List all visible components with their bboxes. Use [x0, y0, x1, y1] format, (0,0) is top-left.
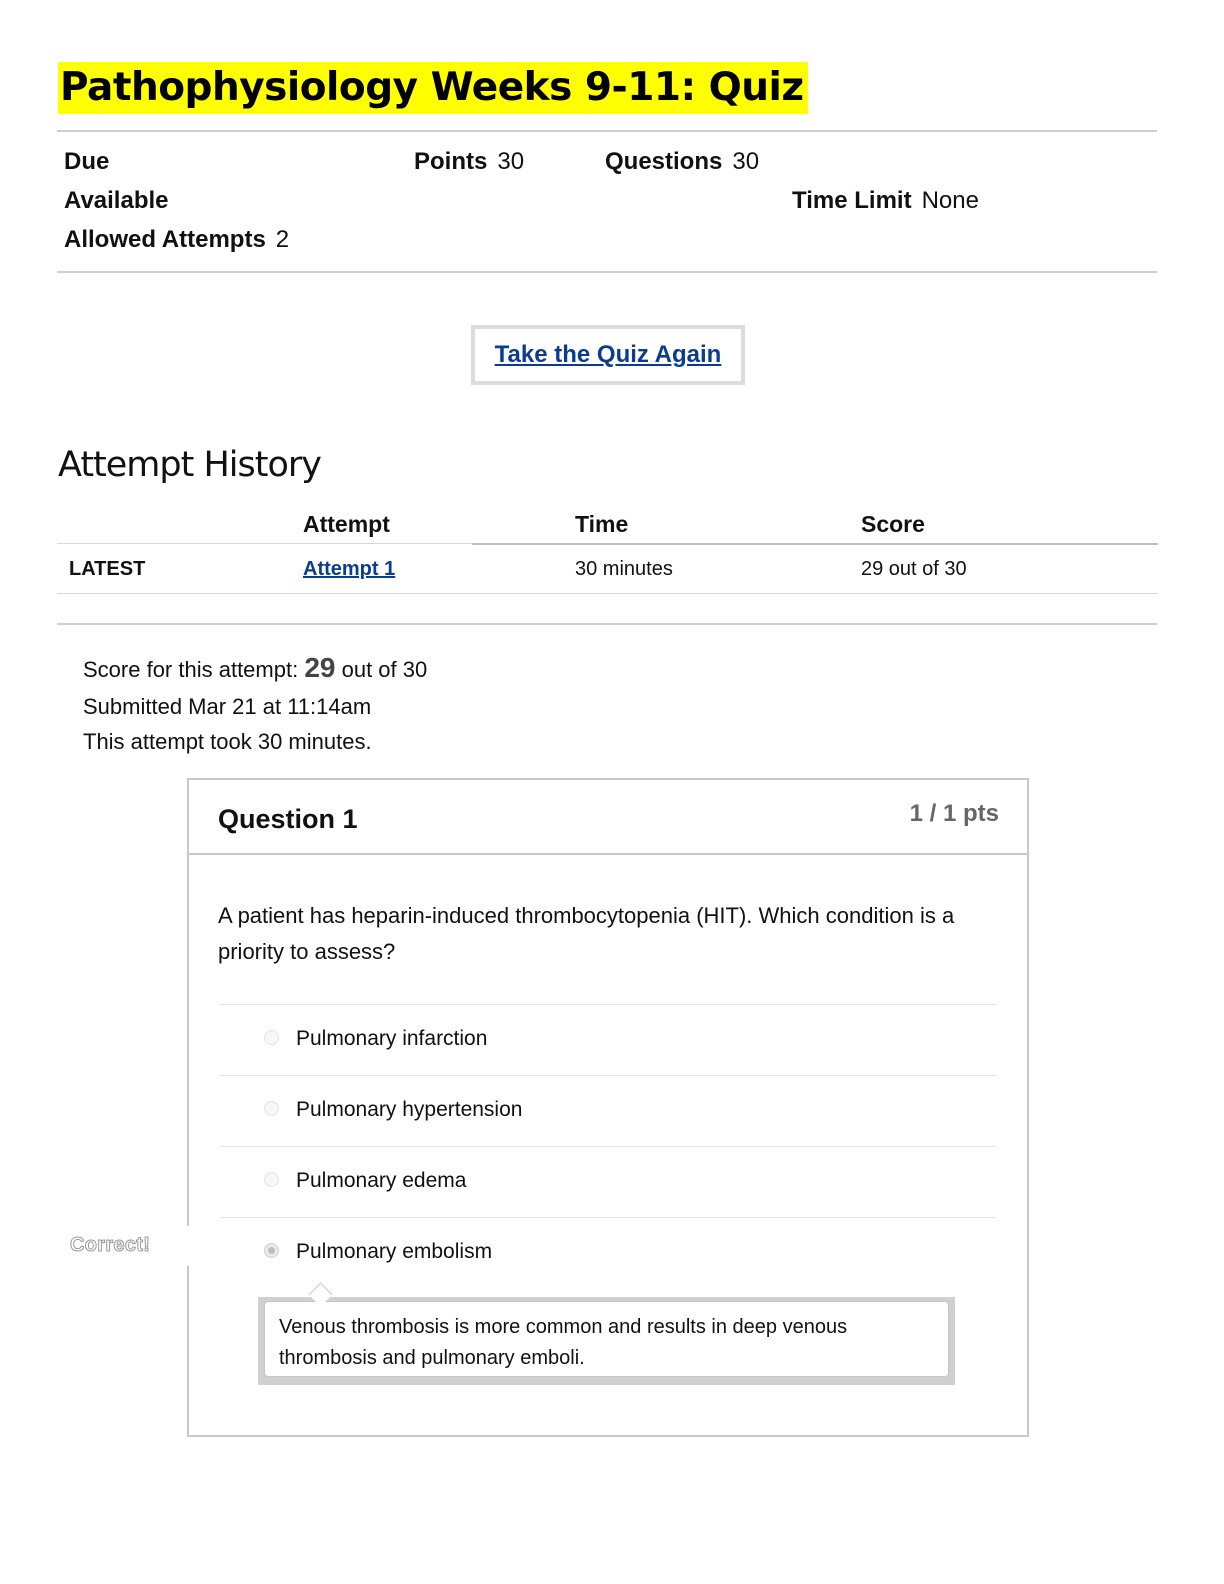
question-points: 1 / 1 pts	[909, 800, 999, 827]
duration-text: This attempt took 30 minutes.	[83, 729, 372, 754]
table-header-rule	[57, 543, 472, 544]
answer-label: Pulmonary embolism	[296, 1240, 493, 1263]
question-text: A patient has heparin-induced thrombocyt…	[218, 903, 955, 964]
time-limit-label: Time Limit	[792, 187, 912, 214]
answer-divider	[219, 1075, 997, 1076]
answer-divider	[219, 1146, 997, 1147]
divider	[57, 623, 1157, 625]
time-limit-field: Time Limit None	[792, 186, 979, 216]
table-row-rule	[57, 593, 1158, 594]
table-header-rule	[472, 543, 1158, 545]
due-label: Due	[64, 148, 110, 175]
answer-comment-box: Venous thrombosis is more common and res…	[264, 1301, 949, 1377]
answer-comment-text: Venous thrombosis is more common and res…	[279, 1316, 848, 1369]
points-value: 30	[497, 148, 525, 175]
correct-indicator: Correct!	[69, 1234, 151, 1257]
allowed-attempts-label: Allowed Attempts	[64, 226, 266, 253]
divider	[57, 271, 1157, 273]
radio-button[interactable]	[264, 1101, 279, 1116]
answer-label: Pulmonary hypertension	[296, 1098, 523, 1121]
available-label: Available	[64, 187, 169, 214]
question-header: Question 1 1 / 1 pts	[189, 780, 1027, 855]
answer-comment: Venous thrombosis is more common and res…	[258, 1297, 955, 1385]
submitted-text: Submitted Mar 21 at 11:14am	[83, 694, 372, 719]
score-value: 29	[304, 652, 336, 683]
radio-button[interactable]	[264, 1030, 279, 1045]
questions-value: 30	[732, 148, 760, 175]
answer-option-selected[interactable]: Pulmonary embolism	[219, 1217, 997, 1287]
attempt-history-title: Attempt History	[58, 445, 322, 485]
answer-option[interactable]: Pulmonary edema	[219, 1146, 997, 1216]
due-field: Due	[64, 147, 119, 177]
time-limit-value: None	[921, 187, 979, 214]
allowed-attempts-field: Allowed Attempts 2	[64, 225, 289, 255]
score-summary: Score for this attempt: 29 out of 30	[83, 654, 427, 684]
radio-button[interactable]	[264, 1172, 279, 1187]
questions-field: Questions 30	[605, 147, 759, 177]
column-header-attempt: Attempt	[303, 511, 390, 537]
questions-label: Questions	[605, 148, 723, 175]
answer-option[interactable]: Pulmonary infarction	[219, 1004, 997, 1074]
allowed-attempts-value: 2	[275, 226, 290, 253]
column-header-time: Time	[575, 511, 629, 537]
points-label: Points	[414, 148, 488, 175]
radio-button-selected[interactable]	[264, 1243, 279, 1258]
score-prefix: Score for this attempt:	[83, 657, 299, 682]
take-quiz-again-label: Take the Quiz Again	[494, 341, 722, 368]
answer-option[interactable]: Pulmonary hypertension	[219, 1075, 997, 1145]
available-field: Available	[64, 186, 179, 216]
take-quiz-again-button[interactable]: Take the Quiz Again	[471, 325, 745, 385]
page-title: Pathophysiology Weeks 9-11: Quiz	[58, 62, 808, 114]
answer-divider	[219, 1217, 997, 1218]
attempt-1-link[interactable]: Attempt 1	[303, 558, 396, 580]
points-field: Points 30	[414, 147, 524, 177]
question-title: Question 1	[218, 804, 358, 834]
divider	[57, 130, 1157, 132]
answer-label: Pulmonary infarction	[296, 1027, 488, 1050]
answer-divider	[219, 1004, 997, 1005]
attempt-score: 29 out of 30	[861, 558, 967, 580]
score-suffix: out of 30	[341, 657, 428, 682]
answer-label: Pulmonary edema	[296, 1169, 467, 1192]
column-header-score: Score	[861, 511, 925, 537]
attempt-time: 30 minutes	[575, 558, 673, 580]
correct-marker-gap	[186, 1226, 190, 1266]
latest-tag: LATEST	[69, 558, 146, 580]
